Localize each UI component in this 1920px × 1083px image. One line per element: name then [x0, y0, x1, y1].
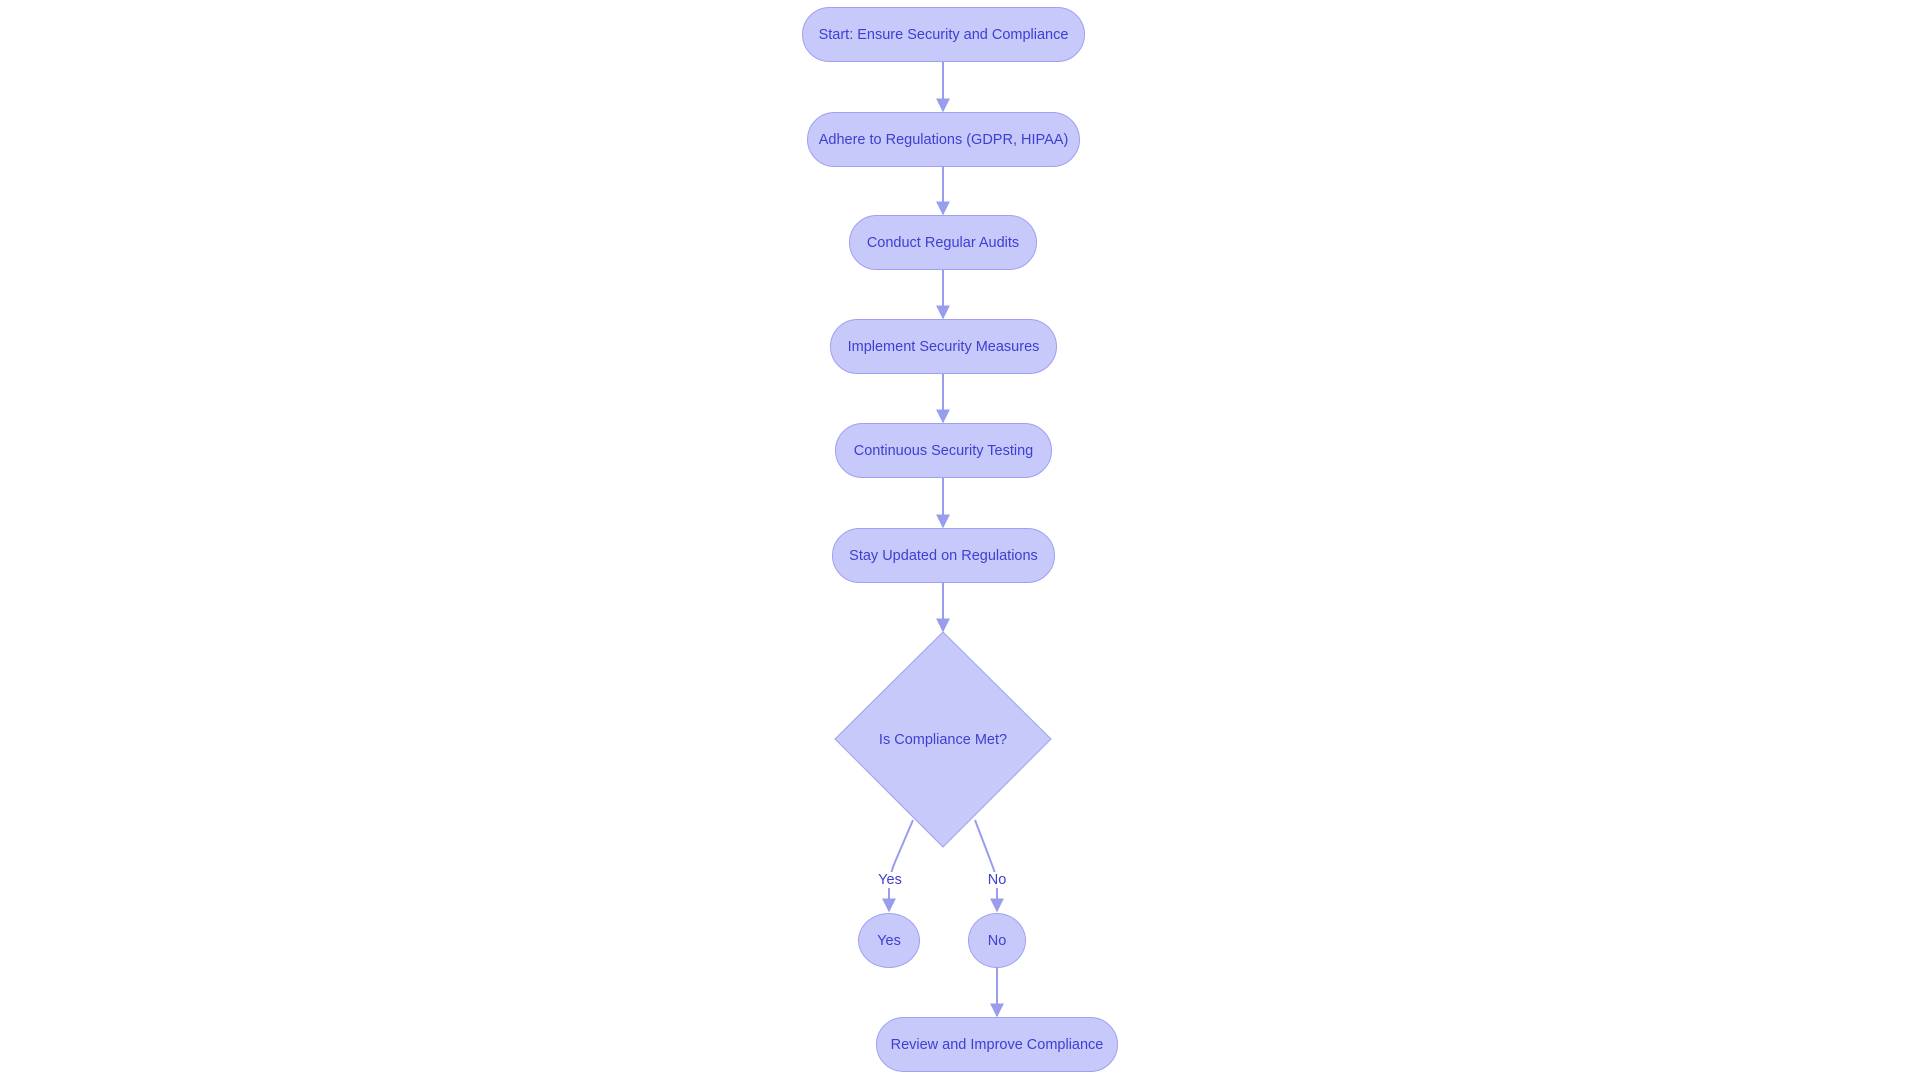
node-no-label: No	[987, 932, 1007, 949]
node-conduct-audits-label: Conduct Regular Audits	[866, 234, 1020, 251]
decision-diamond-shape	[834, 631, 1052, 848]
node-stay-updated-label: Stay Updated on Regulations	[849, 547, 1038, 564]
node-yes[interactable]: Yes	[858, 913, 920, 968]
edge-label-yes: Yes	[877, 872, 903, 888]
node-no[interactable]: No	[968, 913, 1026, 968]
node-implement-security[interactable]: Implement Security Measures	[830, 319, 1057, 374]
node-decision-label[interactable]: Is Compliance Met?	[878, 732, 1008, 748]
node-start[interactable]: Start: Ensure Security and Compliance	[802, 7, 1085, 62]
node-continuous-testing-label: Continuous Security Testing	[853, 442, 1034, 459]
node-conduct-audits[interactable]: Conduct Regular Audits	[849, 215, 1037, 270]
node-implement-security-label: Implement Security Measures	[847, 338, 1040, 355]
node-continuous-testing[interactable]: Continuous Security Testing	[835, 423, 1052, 478]
node-review-improve-label: Review and Improve Compliance	[890, 1036, 1104, 1053]
node-adhere-regulations-label: Adhere to Regulations (GDPR, HIPAA)	[818, 131, 1069, 148]
edge-label-no: No	[986, 872, 1008, 888]
edge-decision-no	[974, 819, 1004, 913]
node-adhere-regulations[interactable]: Adhere to Regulations (GDPR, HIPAA)	[807, 112, 1080, 167]
node-review-improve[interactable]: Review and Improve Compliance	[876, 1017, 1118, 1072]
node-start-label: Start: Ensure Security and Compliance	[818, 26, 1069, 43]
node-stay-updated[interactable]: Stay Updated on Regulations	[832, 528, 1055, 583]
edge-decision-yes	[882, 819, 914, 913]
node-yes-label: Yes	[877, 932, 901, 949]
